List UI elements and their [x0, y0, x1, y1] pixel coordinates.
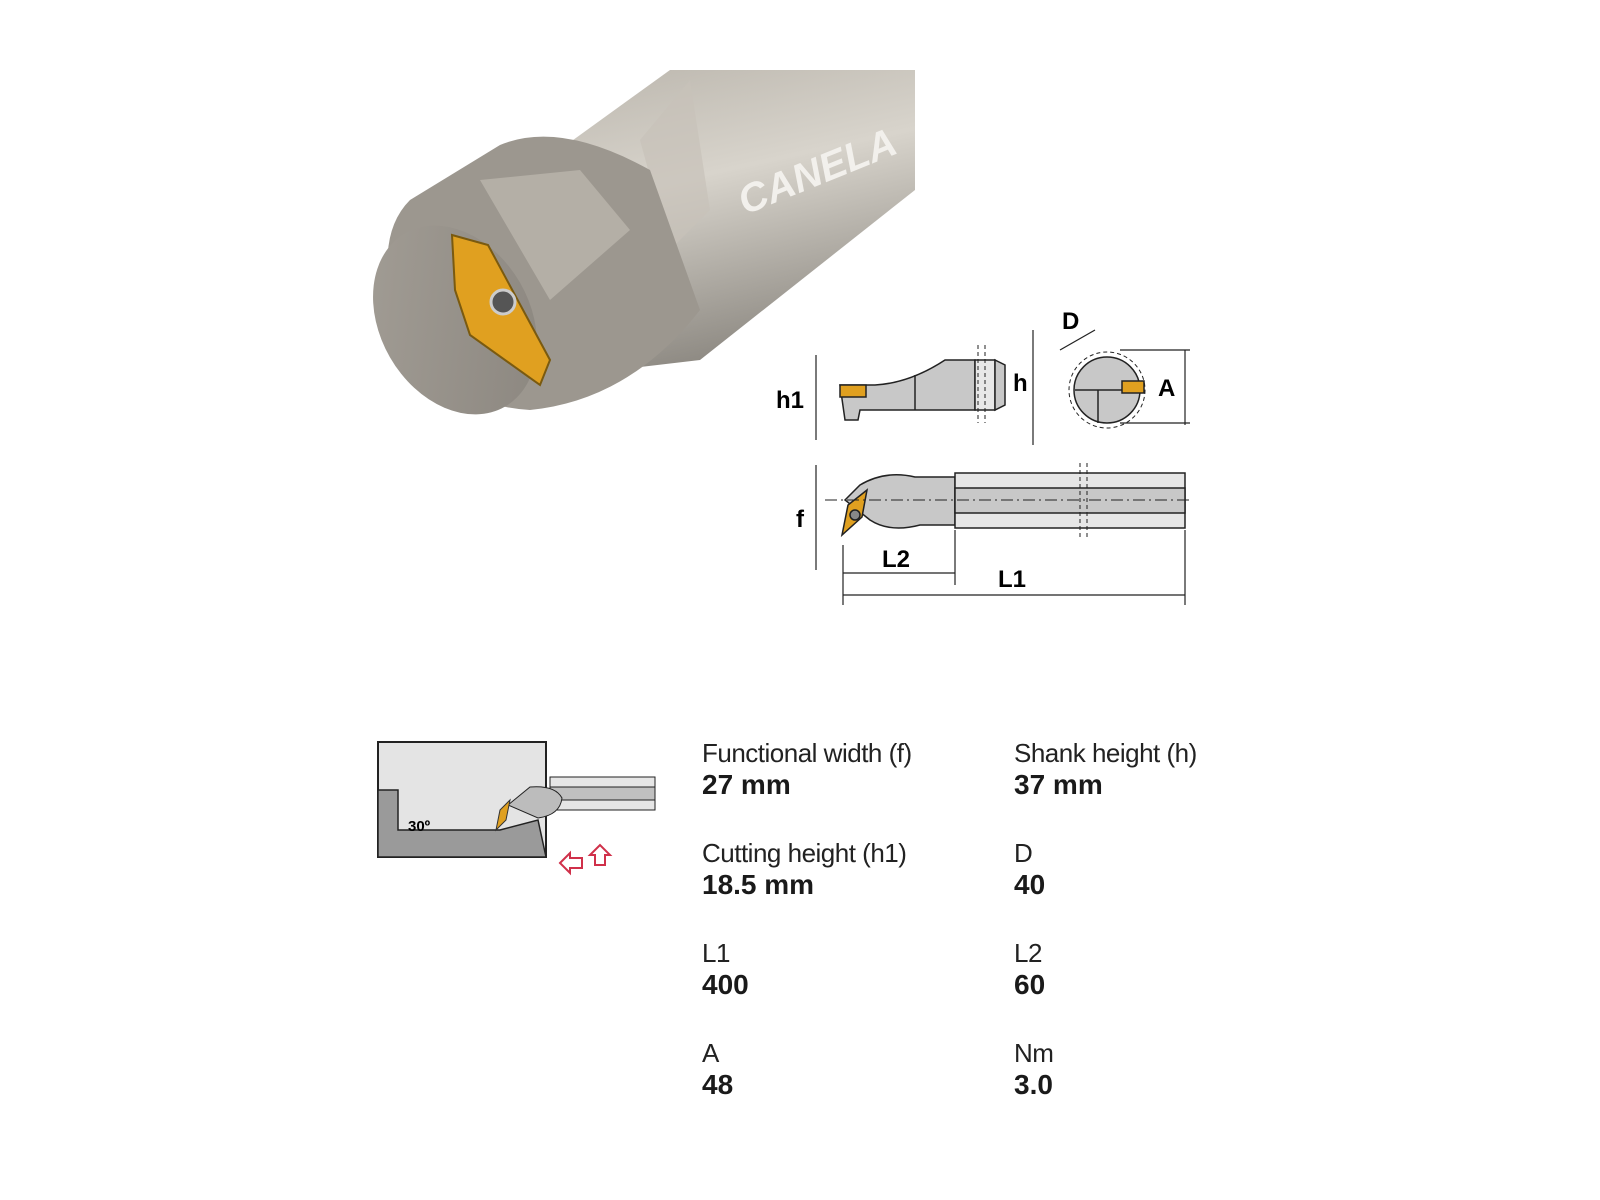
spec-label: Shank height (h)	[1014, 738, 1197, 768]
spec-value: 60	[1014, 969, 1046, 1000]
spec-l1: L1 400	[702, 938, 1002, 1002]
spec-label: L2	[1014, 938, 1042, 968]
spec-label: Cutting height (h1)	[702, 838, 907, 868]
spec-d: D 40	[1014, 838, 1314, 902]
spec-label: A	[702, 1038, 719, 1068]
spec-cutting-height: Cutting height (h1) 18.5 mm	[702, 838, 1002, 902]
dim-label-d: D	[1062, 308, 1079, 335]
dim-label-a: A	[1158, 375, 1175, 402]
spec-functional-width: Functional width (f) 27 mm	[702, 738, 1002, 802]
spec-label: L1	[702, 938, 730, 968]
spec-label: Functional width (f)	[702, 738, 912, 768]
dim-label-l1: L1	[998, 566, 1026, 593]
spec-label: Nm	[1014, 1038, 1054, 1068]
dim-label-l2: L2	[882, 546, 910, 573]
dim-label-h: h	[1013, 370, 1028, 397]
angle-label: 30º	[408, 818, 431, 835]
product-photo: CANELA	[373, 70, 915, 415]
feed-direction-arrows-icon	[558, 843, 613, 876]
spec-value: 3.0	[1014, 1069, 1053, 1100]
spec-value: 400	[702, 969, 749, 1000]
spec-shank-height: Shank height (h) 37 mm	[1014, 738, 1314, 802]
spec-l2: L2 60	[1014, 938, 1314, 1002]
dim-label-h1: h1	[776, 387, 804, 414]
spec-a: A 48	[702, 1038, 1002, 1102]
spec-value: 27 mm	[702, 769, 791, 800]
spec-label: D	[1014, 838, 1033, 868]
spec-value: 37 mm	[1014, 769, 1103, 800]
application-diagram: 30º	[377, 741, 656, 876]
spec-nm: Nm 3.0	[1014, 1038, 1314, 1102]
dim-label-f: f	[796, 506, 805, 533]
technical-drawing: h1 h D A f L2 L1	[776, 308, 1190, 605]
spec-value: 18.5 mm	[702, 869, 815, 900]
spec-value: 40	[1014, 869, 1046, 900]
spec-value: 48	[702, 1069, 734, 1100]
